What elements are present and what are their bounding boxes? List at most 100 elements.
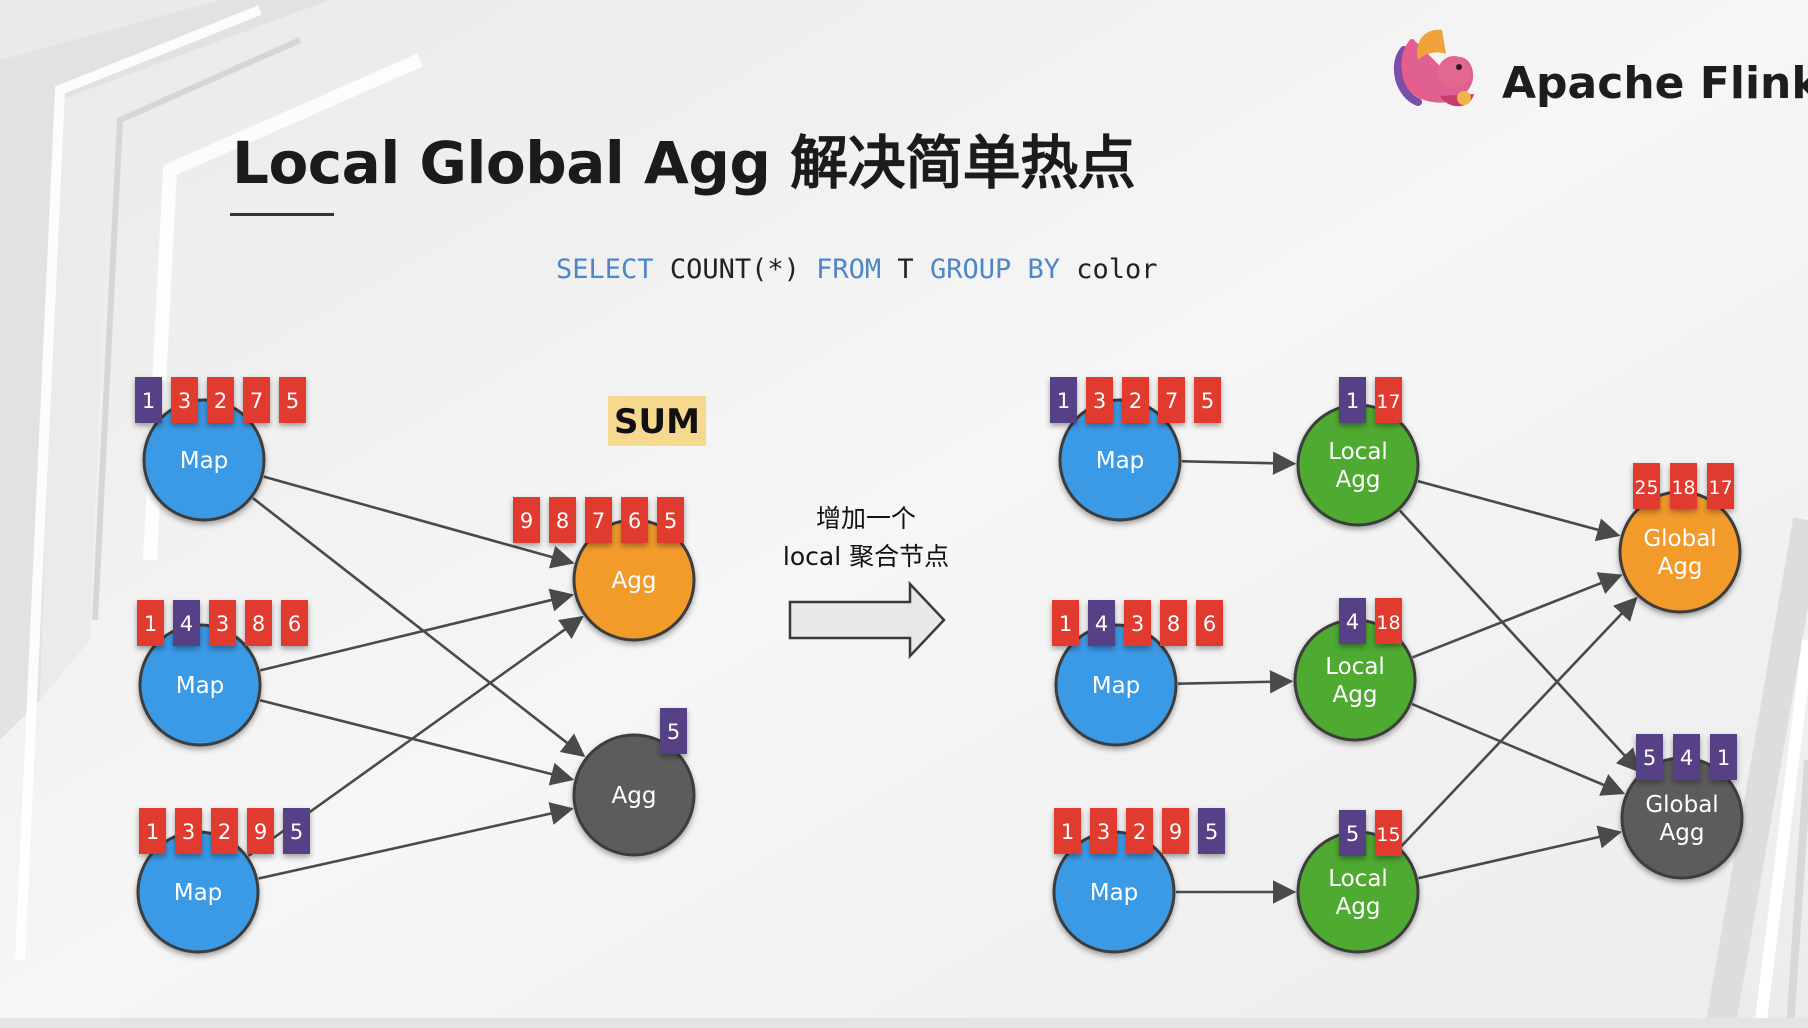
token-value: 2 <box>214 389 227 413</box>
token-value: 7 <box>250 389 263 413</box>
right-edge-l2-g2 <box>1411 702 1626 796</box>
token-box <box>135 377 162 423</box>
left-node-label: Agg <box>612 568 657 594</box>
token-value: 1 <box>1346 389 1359 413</box>
token-box <box>175 808 202 854</box>
token-box <box>1194 377 1221 423</box>
token-box <box>173 600 200 646</box>
right-node-rm2: Map <box>1054 623 1178 747</box>
token-box <box>1375 810 1402 856</box>
left-edge-m2-a2 <box>259 698 575 786</box>
sql-statement: SELECT COUNT(*) FROM T GROUP BY color <box>556 254 1158 285</box>
token-box <box>139 808 166 854</box>
token-box <box>1196 600 1223 646</box>
sum-label: SUM <box>608 396 706 446</box>
sum-label-text: SUM <box>614 402 700 442</box>
token-value: 25 <box>1634 477 1658 499</box>
token-box <box>245 600 272 646</box>
token-value: 2 <box>1129 389 1142 413</box>
right-node-circle <box>1054 623 1178 747</box>
token-value: 17 <box>1376 391 1400 413</box>
token-box <box>1710 734 1737 780</box>
token-value: 17 <box>1708 477 1732 499</box>
left-node-label: Map <box>174 880 223 906</box>
token-box <box>1673 734 1700 780</box>
token-value: 5 <box>1346 822 1359 846</box>
page-title: Local Global Agg 解决简单热点 <box>232 129 1136 197</box>
left-edge-m3-a2 <box>258 802 574 880</box>
token-value: 9 <box>520 509 533 533</box>
token-box <box>1126 808 1153 854</box>
token-box <box>209 600 236 646</box>
token-value: 9 <box>254 820 267 844</box>
token-box <box>1054 808 1081 854</box>
right-node-circle <box>1058 398 1182 522</box>
right-edge-l1-g1 <box>1417 479 1621 542</box>
right-edge-rm1-l1 <box>1181 451 1297 475</box>
token-value: 2 <box>218 820 231 844</box>
token-box <box>585 497 612 543</box>
brand-name: Apache Flink <box>1502 58 1808 109</box>
transition-caption-line2: local 聚合节点 <box>783 542 949 571</box>
right-edge-l2-g1 <box>1412 572 1623 659</box>
token-box <box>1158 377 1185 423</box>
right-node-label: Map <box>1092 673 1141 699</box>
token-value: 1 <box>144 612 157 636</box>
right-node-label: Map <box>1090 880 1139 906</box>
right-node-circle <box>1618 490 1742 614</box>
token-value: 5 <box>664 509 677 533</box>
token-box <box>549 497 576 543</box>
token-value: 9 <box>1169 820 1182 844</box>
token-value: 5 <box>1201 389 1214 413</box>
token-value: 2 <box>1133 820 1146 844</box>
left-node-m1: Map <box>142 398 266 522</box>
token-value: 1 <box>1717 746 1730 770</box>
token-box <box>1124 600 1151 646</box>
left-edge-m1-a1 <box>263 475 575 569</box>
sum-label-bg <box>608 396 706 446</box>
token-box <box>621 497 648 543</box>
left-node-a1: Agg <box>572 518 696 642</box>
token-value: 1 <box>1061 820 1074 844</box>
token-box <box>1707 463 1734 509</box>
right-edge-l3-g1 <box>1399 596 1638 848</box>
flink-squirrel-logo <box>1393 29 1474 107</box>
left-edge-m2-a1 <box>259 588 575 672</box>
token-value: 4 <box>1095 612 1108 636</box>
token-box <box>137 600 164 646</box>
edges <box>247 451 1641 904</box>
token-value: 8 <box>252 612 265 636</box>
token-value: 5 <box>286 389 299 413</box>
token-box <box>1375 377 1402 423</box>
token-box <box>1090 808 1117 854</box>
token-value: 3 <box>216 612 229 636</box>
token-box <box>1670 463 1697 509</box>
token-value: 6 <box>288 612 301 636</box>
right-edge-l1-g2 <box>1398 509 1641 773</box>
sql-keyword-group-by: GROUP BY <box>929 254 1060 285</box>
sql-expr: COUNT(*) <box>669 254 800 285</box>
token-value: 4 <box>1680 746 1693 770</box>
left-node-m3: Map <box>136 830 260 954</box>
right-node-label: Map <box>1096 448 1145 474</box>
sql-keyword-select: SELECT <box>556 254 654 285</box>
token-value: 3 <box>1093 389 1106 413</box>
token-box <box>1339 810 1366 856</box>
token-box <box>1122 377 1149 423</box>
token-value: 5 <box>290 820 303 844</box>
token-value: 3 <box>1097 820 1110 844</box>
token-box <box>1162 808 1189 854</box>
transition-arrow-icon <box>788 580 946 660</box>
right-node-rm1: Map <box>1058 398 1182 522</box>
